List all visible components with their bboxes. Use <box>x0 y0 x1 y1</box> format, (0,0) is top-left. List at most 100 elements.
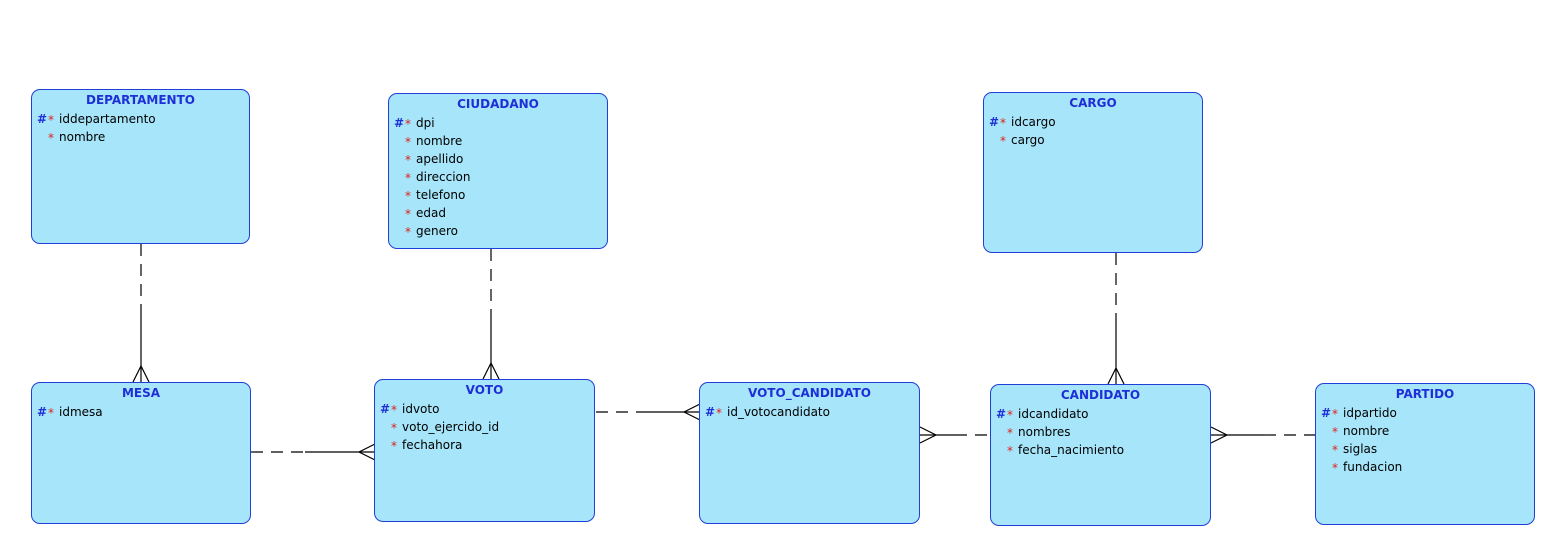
primary-key-attribute[interactable]: #* idcandidato <box>991 405 1210 423</box>
required-marker: * <box>391 421 397 435</box>
attribute-name: id_votocandidato <box>727 405 830 419</box>
entity-title: CANDIDATO <box>1060 388 1141 402</box>
attribute-name: fecha_nacimiento <box>1018 443 1125 457</box>
primary-key-attribute[interactable]: #*idmesa <box>32 403 250 421</box>
required-marker: * <box>405 207 411 221</box>
attribute-list: #*idpartido*nombre*siglas*fundacion <box>1316 404 1534 476</box>
primary-key-marker: # <box>1321 406 1332 420</box>
attribute[interactable]: * nombres <box>991 423 1210 441</box>
attribute-name: telefono <box>416 188 466 202</box>
entity-departamento[interactable]: DEPARTAMENTO #* iddepartamento * nombre <box>31 89 250 244</box>
required-marker: * <box>405 153 411 167</box>
attribute-name: idcandidato <box>1018 407 1089 421</box>
entity-cargo[interactable]: CARGO #*idcargo*cargo <box>983 92 1203 253</box>
attribute[interactable]: *telefono <box>389 186 607 204</box>
attribute[interactable]: *nombre <box>389 132 607 150</box>
entity-title: PARTIDO <box>1395 387 1455 401</box>
primary-key-marker: # <box>996 407 1007 421</box>
entity-title: VOTO <box>465 383 504 397</box>
attribute-name: nombres <box>1018 425 1071 439</box>
entity-voto[interactable]: VOTO #*idvoto*voto_ejercido_id*fechahora <box>374 379 595 522</box>
required-marker: * <box>405 117 411 131</box>
entity-title: MESA <box>121 386 161 400</box>
primary-key-attribute[interactable]: #* idcargo <box>984 113 1202 131</box>
attribute-name: nombre <box>1343 424 1390 438</box>
attribute[interactable]: * voto_ejercido_id <box>375 418 594 436</box>
attribute-name: voto_ejercido_id <box>402 420 500 434</box>
required-marker: * <box>1000 134 1006 148</box>
required-marker: * <box>405 225 411 239</box>
relationship-cargo-candidato[interactable] <box>1107 253 1125 385</box>
primary-key-attribute[interactable]: #* iddepartamento <box>32 110 249 128</box>
attribute[interactable]: * fundacion <box>1316 458 1534 476</box>
primary-key-marker: # <box>705 405 716 419</box>
relationship-partido-candidato[interactable] <box>1210 426 1316 444</box>
entity-voto-candidato[interactable]: VOTO_CANDIDATO #* id_votocandidato <box>699 382 920 524</box>
required-marker: * <box>48 131 54 145</box>
required-marker: * <box>1000 116 1006 130</box>
attribute-name: direccion <box>416 170 471 184</box>
attribute[interactable]: * fecha_nacimiento <box>991 441 1210 459</box>
primary-key-marker: # <box>37 112 48 126</box>
entity-title: DEPARTAMENTO <box>86 93 195 107</box>
primary-key-attribute[interactable]: #* idpartido <box>1316 404 1534 422</box>
required-marker: * <box>716 406 722 420</box>
primary-key-attribute[interactable]: #* dpi <box>389 114 607 132</box>
entity-mesa[interactable]: MESA #*idmesa <box>31 382 251 524</box>
attribute-name: siglas <box>1343 442 1378 456</box>
attribute-name: iddepartamento <box>59 112 156 126</box>
primary-key-attribute[interactable]: #* id_votocandidato <box>700 403 919 421</box>
attribute-name: idcargo <box>1011 115 1056 129</box>
primary-key-marker: # <box>989 115 1000 129</box>
required-marker: * <box>1332 443 1338 457</box>
relationship-voto-votocandidato[interactable] <box>596 403 701 421</box>
attribute-name: idpartido <box>1343 406 1397 420</box>
relationship-candidato-votocandidato[interactable] <box>919 426 991 444</box>
attribute-name: cargo <box>1011 133 1045 147</box>
required-marker: * <box>1332 407 1338 421</box>
attribute-name: dpi <box>416 116 435 130</box>
attribute-list: #*idcandidato*nombres*fecha_nacimiento <box>991 405 1210 459</box>
attribute-name: genero <box>416 224 458 238</box>
required-marker: * <box>391 403 397 417</box>
entity-candidato[interactable]: CANDIDATO #*idcandidato*nombres*fecha_na… <box>990 384 1211 526</box>
required-marker: * <box>1007 426 1013 440</box>
required-marker: * <box>405 171 411 185</box>
attribute[interactable]: * nombre <box>1316 422 1534 440</box>
relationship-mesa-voto[interactable] <box>251 443 376 461</box>
relationship-ciudadano-voto[interactable] <box>482 249 500 380</box>
attribute-list: #*dpi*nombre*apellido*direccion*telefono… <box>389 114 607 240</box>
attribute-name: idmesa <box>59 405 103 419</box>
attribute-list: #*idvoto*voto_ejercido_id*fechahora <box>375 400 594 454</box>
attribute[interactable]: * direccion <box>389 168 607 186</box>
attribute[interactable]: * cargo <box>984 131 1202 149</box>
required-marker: * <box>1007 444 1013 458</box>
attribute[interactable]: *fechahora <box>375 436 594 454</box>
entity-partido[interactable]: PARTIDO #*idpartido*nombre*siglas*fundac… <box>1315 383 1535 525</box>
required-marker: * <box>405 135 411 149</box>
attribute[interactable]: * apellido <box>389 150 607 168</box>
attribute-list: #* iddepartamento * nombre <box>32 110 249 146</box>
required-marker: * <box>391 439 397 453</box>
required-marker: * <box>1332 425 1338 439</box>
entity-title: VOTO_CANDIDATO <box>748 386 871 400</box>
attribute-name: nombre <box>59 130 106 144</box>
required-marker: * <box>1007 408 1013 422</box>
attribute[interactable]: * genero <box>389 222 607 240</box>
attribute[interactable]: * edad <box>389 204 607 222</box>
attribute[interactable]: * siglas <box>1316 440 1534 458</box>
primary-key-marker: # <box>394 116 405 130</box>
attribute-list: #* idcargo * cargo <box>984 113 1202 149</box>
required-marker: * <box>48 113 54 127</box>
attribute[interactable]: * nombre <box>32 128 249 146</box>
attribute-list: #*idmesa <box>32 403 250 421</box>
attribute-name: fundacion <box>1343 460 1403 474</box>
attribute-name: edad <box>416 206 446 220</box>
primary-key-attribute[interactable]: #*idvoto <box>375 400 594 418</box>
attribute-name: apellido <box>416 152 464 166</box>
required-marker: * <box>1332 461 1338 475</box>
entity-ciudadano[interactable]: CIUDADANO #*dpi*nombre*apellido*direccio… <box>388 93 608 249</box>
required-marker: * <box>48 406 54 420</box>
relationship-departamento-mesa[interactable] <box>132 244 150 383</box>
